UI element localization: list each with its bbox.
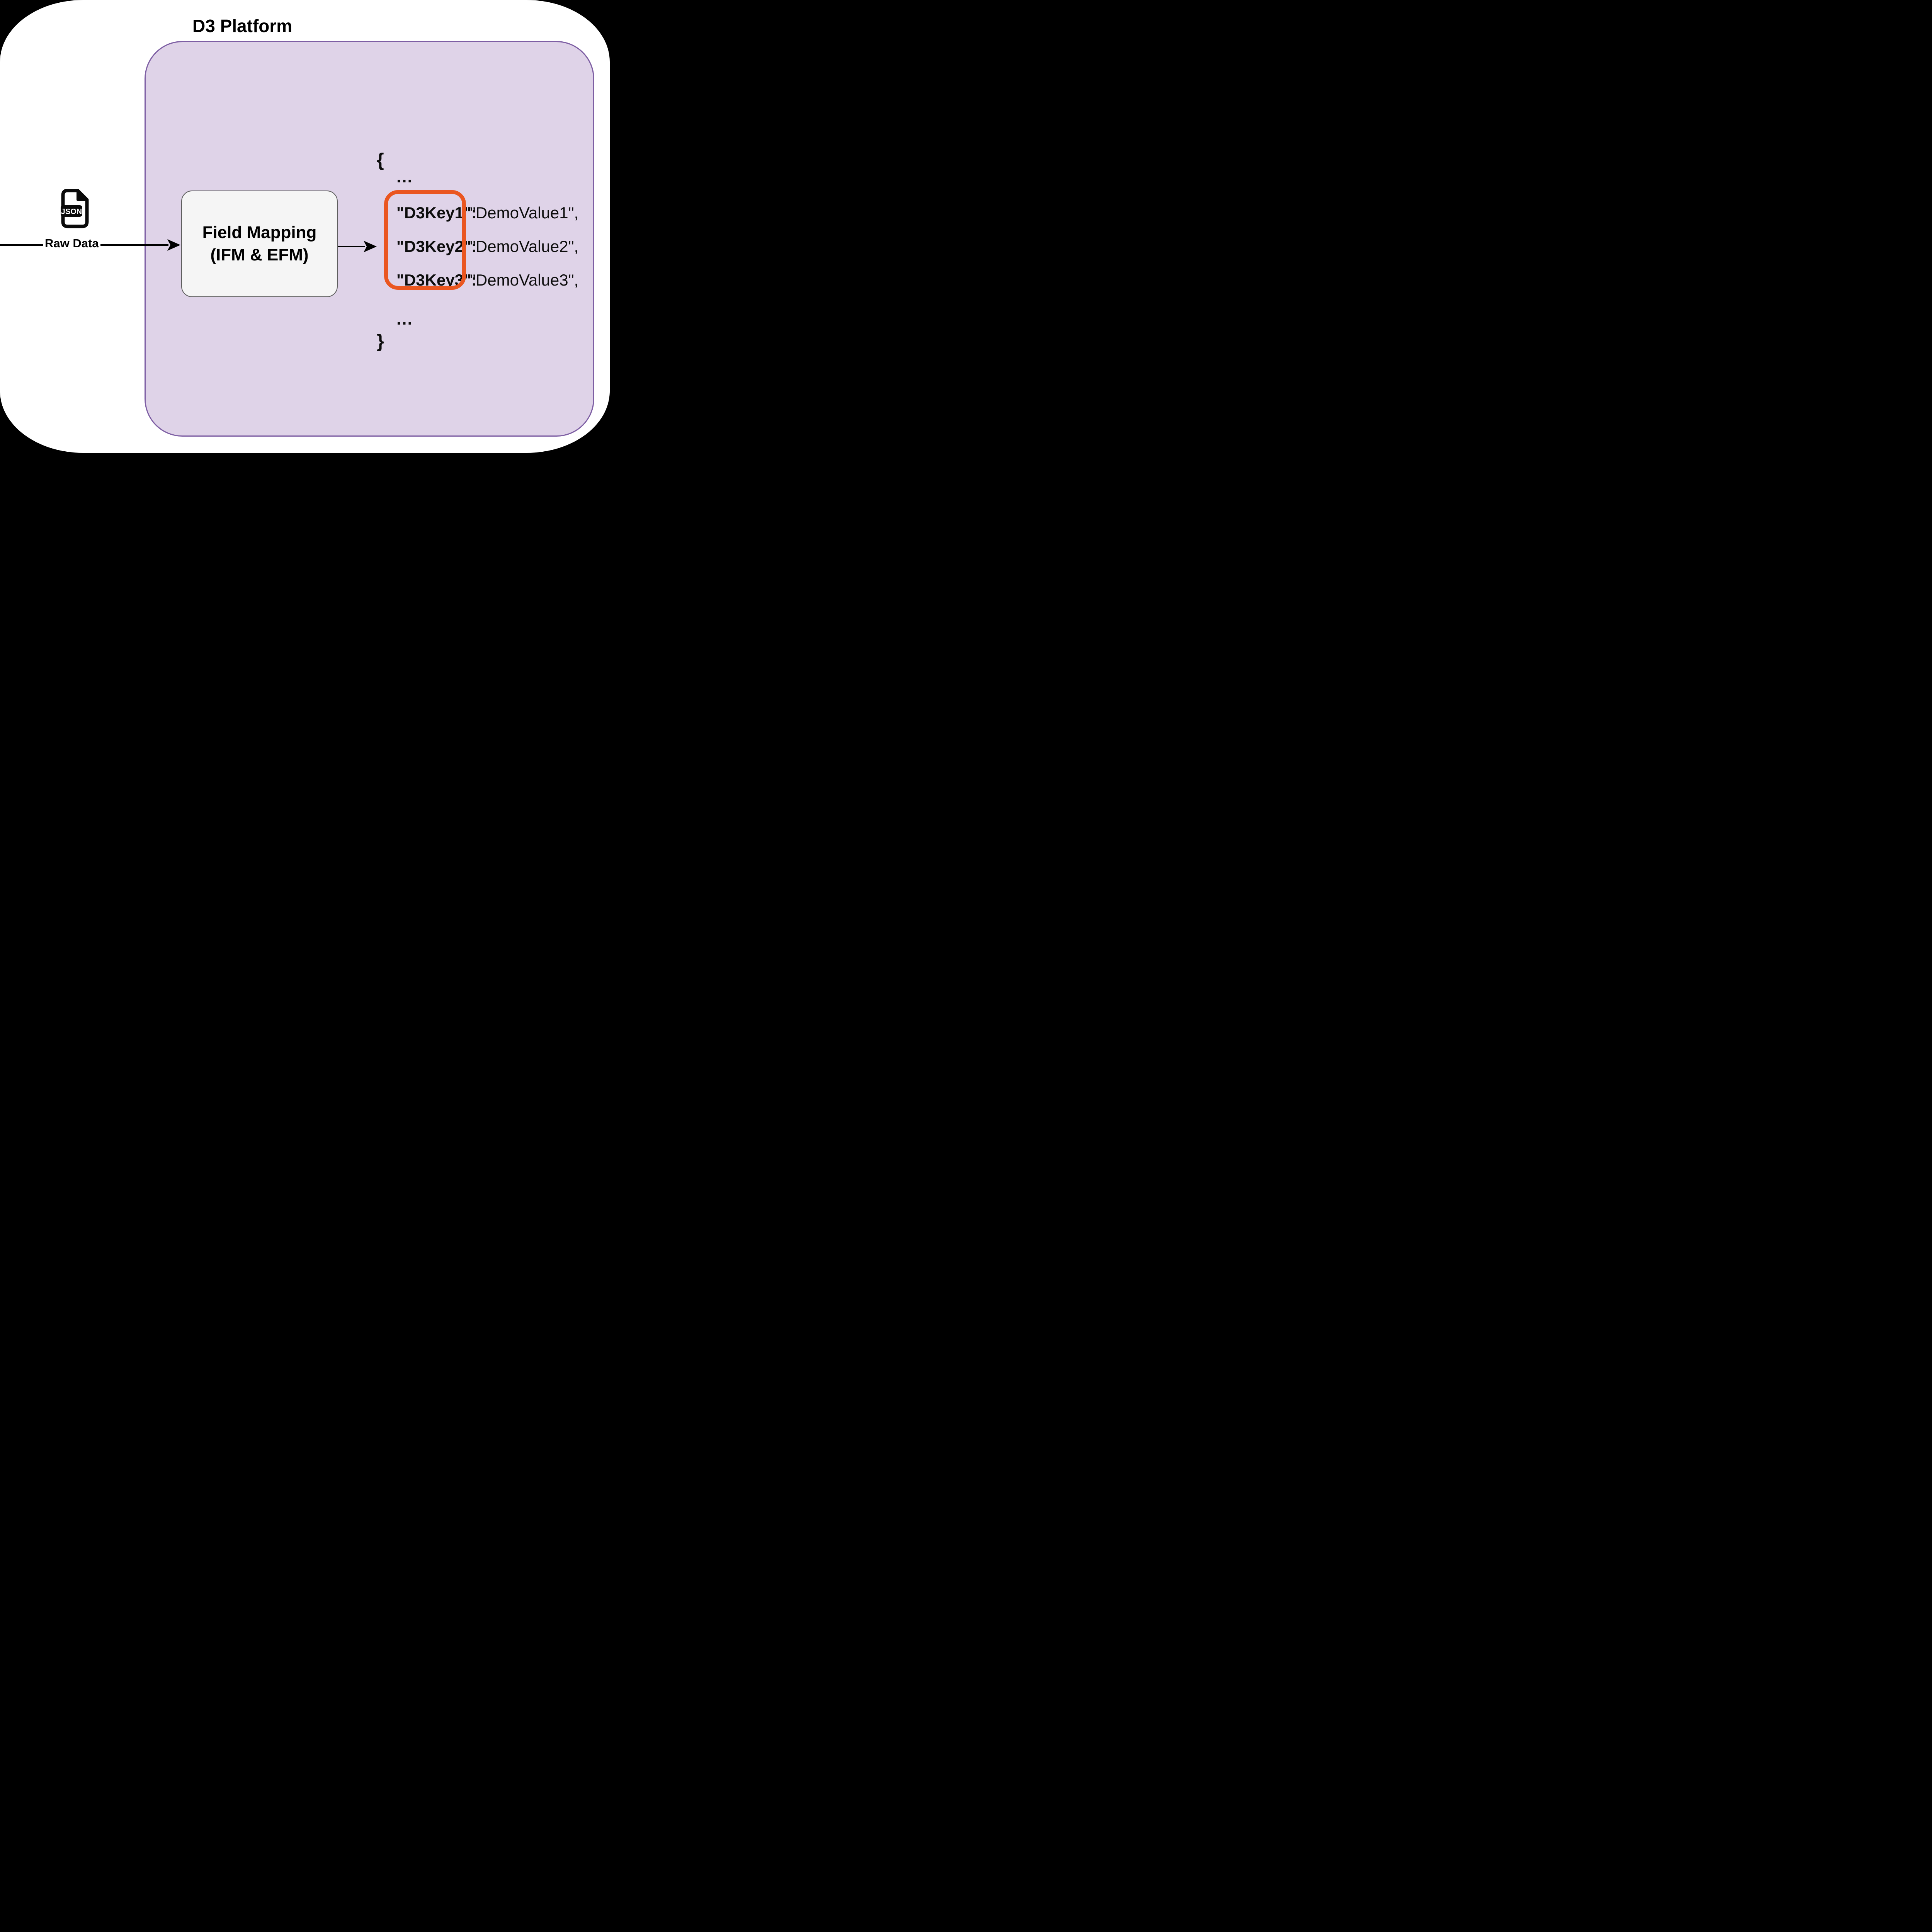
highlight-outline-d3keys [384, 190, 466, 290]
json-entry-value-2: "DemoValue2", [470, 237, 579, 255]
json-icon-banner [61, 205, 82, 217]
json-ellipsis-bottom: ... [396, 310, 413, 328]
page-title: D3 Platform [192, 16, 293, 36]
json-icon-label: JSON [61, 207, 82, 216]
json-close-brace: } [377, 331, 384, 352]
json-open-brace: { [377, 150, 384, 170]
arrowhead-field-mapping-to-json [364, 241, 377, 252]
json-entry-value-3: "DemoValue3", [470, 271, 579, 289]
arrow-line-field-mapping-to-json [338, 246, 365, 247]
field-mapping-label-line1: Field Mapping [202, 223, 317, 242]
screenshot-stage: D3 Platform JSON Raw Data Field Mapping … [0, 0, 610, 453]
raw-data-label: Raw Data [43, 236, 100, 250]
json-file-icon: JSON [61, 189, 89, 228]
diagram-canvas: D3 Platform JSON Raw Data Field Mapping … [0, 0, 610, 453]
field-mapping-node: Field Mapping (IFM & EFM) [181, 190, 338, 297]
arrowhead-raw-data-to-field-mapping [167, 239, 180, 251]
json-entry-value-1: "DemoValue1", [470, 204, 579, 222]
json-ellipsis-top: ... [396, 167, 413, 186]
field-mapping-label-line2: (IFM & EFM) [210, 245, 309, 264]
